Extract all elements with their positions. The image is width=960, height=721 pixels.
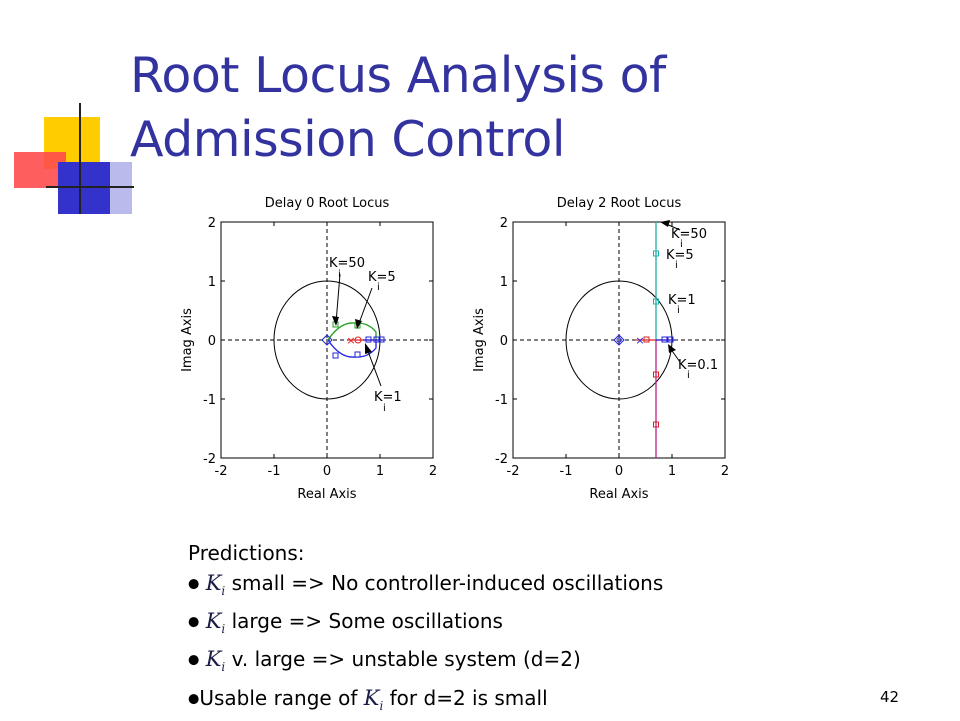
ki-symbol: Ki	[205, 571, 226, 599]
x-tick-label: -1	[560, 464, 573, 479]
locus-point	[653, 421, 659, 428]
y-tick-label: -1	[203, 393, 216, 408]
ki-symbol: Ki	[205, 609, 226, 637]
annotation-k1: K=1	[374, 390, 402, 405]
x-tick-label: -1	[268, 464, 281, 479]
annotation-k1: K=1	[668, 293, 696, 308]
chart-title: Delay 0 Root Locus	[265, 196, 390, 211]
annotation-k1-sub: i	[383, 403, 386, 414]
annotation-k5-sub: i	[377, 282, 380, 293]
annotation-k5: K=5	[666, 248, 694, 263]
bullet-text: large => Some oscillations	[231, 609, 503, 634]
arrowhead-icon	[660, 220, 670, 227]
bullet-icon: ●	[188, 576, 200, 592]
title-line-1: Root Locus Analysis of	[130, 47, 666, 104]
bullet-text-prefix: Usable range of	[199, 685, 358, 710]
annotation-k5-sub: i	[675, 260, 678, 271]
bullet-icon: ●	[188, 691, 200, 707]
locus-point	[354, 351, 361, 358]
locus-point	[653, 371, 659, 378]
x-tick-label: 1	[376, 464, 384, 479]
bullet-item: ● Ki large => Some oscillations	[188, 606, 808, 644]
annotation-k50: K=50	[671, 227, 707, 242]
locus-point	[378, 336, 385, 343]
bullet-item: ●Usable range of Ki for d=2 is small	[188, 683, 808, 721]
x-tick-label: -2	[215, 464, 228, 479]
red-square	[14, 152, 66, 188]
locus-lower	[327, 339, 377, 358]
pole-marker: ×	[635, 334, 644, 347]
ki-symbol: Ki	[363, 685, 384, 713]
locus-point	[643, 336, 650, 343]
y-tick-label: 0	[500, 334, 508, 349]
y-tick-label: -1	[495, 393, 508, 408]
delay0-root-locus-plot: Delay 0 Root Locus -2 -1 0 1 2 2 1 0 -1 …	[178, 186, 448, 511]
annotation-k50: K=50	[329, 256, 365, 271]
annotation-k1-sub: i	[677, 305, 680, 316]
pole-circle	[354, 336, 362, 344]
y-tick-label: 1	[208, 275, 216, 290]
bullet-text-suffix: for d=2 is small	[389, 685, 548, 710]
arrowhead-icon	[355, 319, 362, 329]
ki-symbol: Ki	[205, 647, 226, 675]
zero-diamond	[321, 334, 333, 346]
annotation-k01: K=0.1	[678, 358, 718, 373]
x-axis-label: Real Axis	[297, 487, 356, 502]
bullet-text: v. large => unstable system (d=2)	[231, 647, 581, 672]
y-tick-label: 2	[500, 216, 508, 231]
annotation-k50-sub: i	[338, 269, 341, 280]
locus-point	[365, 336, 372, 343]
page-number: 42	[880, 688, 900, 706]
locus-point	[661, 336, 668, 343]
annotation-arrow-k50	[335, 273, 341, 324]
delay2-root-locus-plot: Delay 2 Root Locus -2 -1 0 1 2 2 1 0 -1 …	[470, 186, 740, 511]
x-tick-label: -2	[507, 464, 520, 479]
locus-point	[667, 336, 674, 343]
y-tick-label: -2	[203, 452, 216, 467]
locus-upper	[327, 322, 377, 341]
predictions-heading: Predictions:	[188, 541, 305, 565]
arrowhead-icon	[332, 316, 339, 326]
y-tick-label: 2	[208, 216, 216, 231]
slide-title: Root Locus Analysis of Admission Control	[130, 44, 890, 172]
bullet-item: ● Ki v. large => unstable system (d=2)	[188, 644, 808, 682]
chart-title: Delay 2 Root Locus	[557, 196, 682, 211]
y-axis-label: Imag Axis	[180, 308, 195, 372]
locus-point	[653, 250, 659, 257]
locus-point	[653, 298, 659, 305]
zero-center	[616, 337, 622, 343]
annotation-k01-sub: i	[687, 370, 690, 381]
bullet-icon: ●	[188, 652, 200, 668]
x-tick-label: 2	[721, 464, 729, 479]
zero-diamond	[613, 334, 625, 346]
y-tick-label: -2	[495, 452, 508, 467]
y-axis-label: Imag Axis	[472, 308, 487, 372]
x-tick-label: 0	[323, 464, 331, 479]
bullet-icon: ●	[188, 614, 200, 630]
x-tick-label: 2	[429, 464, 437, 479]
bullet-item: ● Ki small => No controller-induced osci…	[188, 568, 808, 606]
arrowhead-icon	[668, 344, 676, 353]
x-tick-label: 0	[615, 464, 623, 479]
locus-point	[332, 352, 339, 359]
title-line-2: Admission Control	[130, 111, 566, 168]
y-tick-label: 0	[208, 334, 216, 349]
annotation-k5: K=5	[368, 270, 396, 285]
x-axis-label: Real Axis	[589, 487, 648, 502]
corner-decoration	[14, 103, 134, 214]
bullet-text: small => No controller-induced oscillati…	[231, 571, 664, 595]
pole-marker: ×	[346, 334, 355, 347]
x-tick-label: 1	[668, 464, 676, 479]
arrowhead-icon	[365, 343, 372, 354]
predictions-block: Predictions: ● Ki small => No controller…	[188, 538, 808, 721]
annotation-arrow-k5	[357, 287, 373, 327]
annotation-k50-sub: i	[680, 239, 683, 250]
y-tick-label: 1	[500, 275, 508, 290]
